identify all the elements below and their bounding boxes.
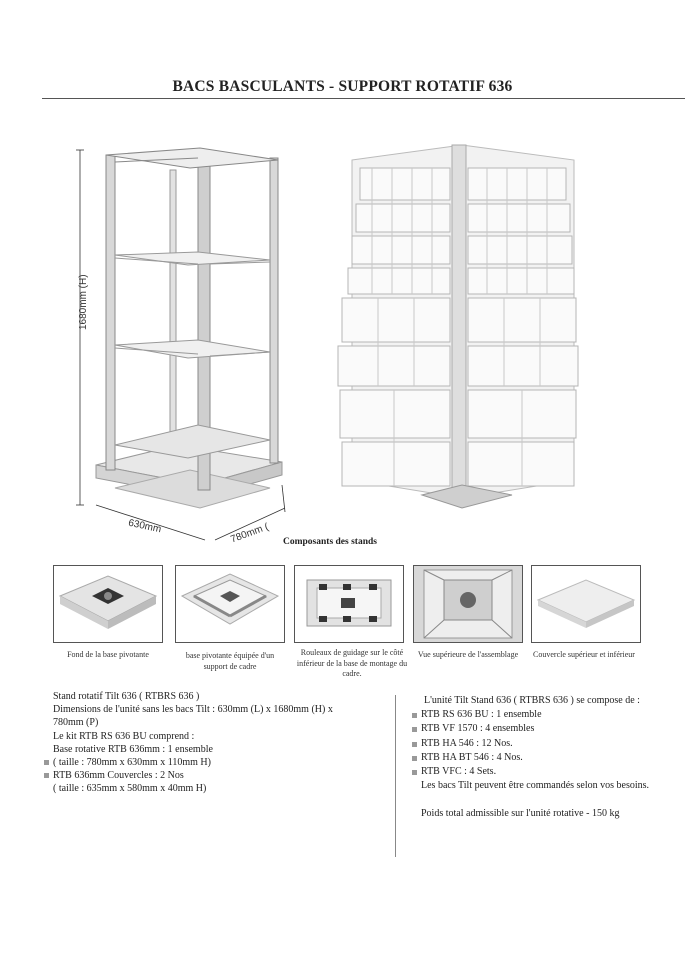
component-thumb-2 <box>175 565 285 643</box>
product-spec-left: Stand rotatif Tilt 636 ( RTBRS 636 ) Dim… <box>44 690 373 796</box>
component-thumb-3 <box>294 565 404 643</box>
composition-item: RTB HA BT 546 : 4 Nos. <box>412 751 661 765</box>
spec-line: Base rotative RTB 636mm : 1 ensemble <box>53 743 373 756</box>
bullet-icon <box>412 741 417 747</box>
spec-line: RTB 636mm Couvercles : 2 Nos <box>44 769 373 782</box>
spec-line: Le kit RTB RS 636 BU comprend : <box>53 730 195 742</box>
component-caption-4: Vue supérieure de l'assemblage <box>417 650 519 659</box>
composition-item-text: RTB HA 546 : 12 Nos. <box>421 737 513 749</box>
composition-item: RTB HA 546 : 12 Nos. <box>412 737 661 751</box>
component-thumb-1 <box>53 565 163 643</box>
bullet-icon <box>412 727 417 733</box>
title-divider <box>42 98 685 99</box>
composition-item-text: RTB VF 1570 : 4 ensembles <box>421 723 535 735</box>
rotating-base-plate-icon <box>58 575 158 629</box>
bullet-icon <box>412 770 417 776</box>
frame-dimension-drawing <box>76 147 286 541</box>
component-thumb-4 <box>413 565 523 643</box>
top-bottom-cover-icon <box>536 579 636 628</box>
order-note: Les bacs Tilt peuvent être commandés sel… <box>421 780 650 792</box>
component-caption-5: Couvercle supérieur et inférieur <box>533 650 635 659</box>
bullet-icon <box>44 760 49 766</box>
bullet-icon <box>412 755 417 761</box>
page-title: BACS BASCULANTS - SUPPORT ROTATIF 636 <box>172 78 513 95</box>
composition-item-text: RTB RS 636 BU : 1 ensemble <box>421 709 542 721</box>
guide-rollers-icon <box>306 579 392 627</box>
spec-line-text: Base rotative RTB 636mm : 1 ensemble <box>53 743 213 755</box>
component-caption-3: Rouleaux de guidage sur le côté inférieu… <box>296 648 408 678</box>
spec-line: Stand rotatif Tilt 636 ( RTBRS 636 ) <box>53 691 200 702</box>
composition-item-text: RTB HA BT 546 : 4 Nos. <box>421 751 523 763</box>
weight-note: Poids total admissible sur l'unité rotat… <box>421 808 620 820</box>
bullet-icon <box>44 773 49 779</box>
spec-line-text: RTB 636mm Couvercles : 2 Nos <box>53 770 184 782</box>
component-caption-1: Fond de la base pivotante <box>67 650 149 659</box>
spec-line: 780mm (P) <box>53 717 99 729</box>
loaded-rotating-rack-image <box>337 144 579 509</box>
product-spec-right: L'unité Tilt Stand 636 ( RTBRS 636 ) se … <box>412 694 661 822</box>
spec-line: ( taille : 635mm x 580mm x 40mm H) <box>53 783 207 795</box>
components-heading: Composants des stands <box>283 537 377 547</box>
component-caption-2: base pivotante équipée d'un support de c… <box>185 651 275 671</box>
composition-item: RTB VFC : 4 Sets. <box>412 765 661 779</box>
composition-item: RTB VF 1570 : 4 ensembles <box>412 722 661 736</box>
spec-line: Dimensions de l'unité sans les bacs Tilt… <box>53 704 333 716</box>
composition-intro: L'unité Tilt Stand 636 ( RTBRS 636 ) se … <box>424 695 640 706</box>
spec-line: ( taille : 780mm x 630mm x 110mm H) <box>44 756 373 769</box>
bullet-icon <box>412 713 417 719</box>
component-thumb-5 <box>531 565 641 643</box>
height-dimension-label: 1680mm (H) <box>78 274 89 330</box>
composition-item-text: RTB VFC : 4 Sets. <box>421 766 497 778</box>
assembly-top-view-icon <box>414 566 522 642</box>
column-divider <box>395 695 396 857</box>
composition-item: RTB RS 636 BU : 1 ensemble <box>412 708 661 722</box>
spec-line-text: ( taille : 780mm x 630mm x 110mm H) <box>53 757 211 769</box>
base-with-frame-support-icon <box>180 573 280 625</box>
